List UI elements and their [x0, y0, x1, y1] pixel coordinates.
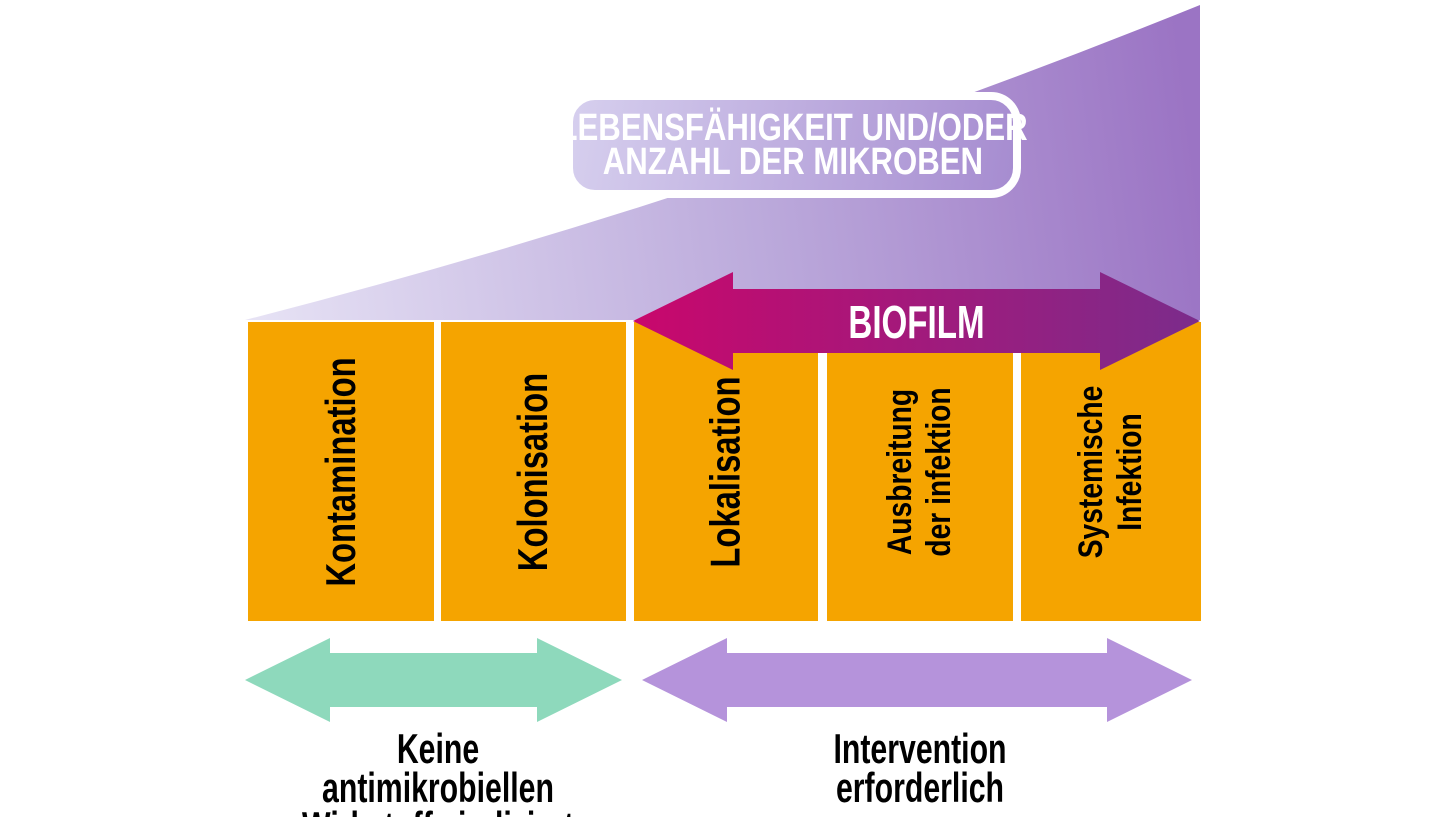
biofilm-label: BIOFILM	[848, 296, 985, 348]
viability-title-line1: LEBENSFÄHIGKEIT UND/ODER	[558, 107, 1028, 149]
stage-bar-systemische-infektion: Systemische Infektion	[1021, 322, 1201, 621]
viability-title-box: LEBENSFÄHIGKEIT UND/ODER ANZAHL DER MIKR…	[558, 92, 1028, 198]
biofilm-arrow	[633, 272, 1200, 370]
stage-bar-lokalisation: Lokalisation	[634, 322, 818, 621]
no-antimicrobial-arrow-shape	[245, 638, 622, 722]
no-antimicrobial-arrow	[245, 638, 622, 722]
intervention-arrow	[642, 638, 1192, 722]
stage-label-kontamination: Kontamination	[317, 356, 365, 587]
intervention-note: Intervention erforderlich	[833, 725, 1007, 811]
intervention-arrow-shape	[642, 638, 1192, 722]
biofilm-arrow-shape	[633, 272, 1200, 370]
stage-label-kolonisation: Kolonisation	[509, 372, 557, 571]
stage-bar-ausbreitung-der-infektion: Ausbreitung der infektion	[827, 322, 1013, 621]
stage-bar-kolonisation: Kolonisation	[441, 322, 626, 621]
no-antimicrobial-note: Keine antimikrobiellen Wirkstoffe indizi…	[302, 725, 574, 817]
wedge-shape	[245, 5, 1200, 320]
viability-title-line2: ANZAHL DER MIKROBEN	[602, 141, 984, 183]
stage-bar-kontamination: Kontamination	[248, 322, 434, 621]
stage-label-lokalisation: Lokalisation	[702, 375, 749, 568]
stage-label-systemische-infektion: Systemische Infektion	[1072, 385, 1149, 558]
stage-label-ausbreitung-der-infektion: Ausbreitung der infektion	[881, 386, 958, 557]
